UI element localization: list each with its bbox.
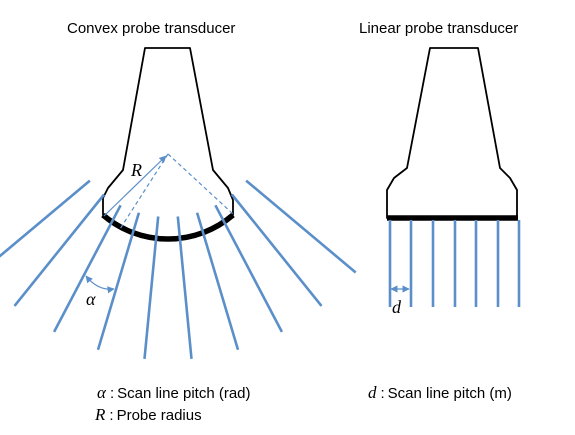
legend-r-symbol: R	[95, 405, 106, 424]
convex-scan-line-4	[96, 212, 141, 351]
d-label: d	[392, 297, 402, 317]
dashed-radius-line-right	[167, 153, 234, 215]
convex-transducer-face	[101, 212, 235, 242]
convex-scan-lines	[0, 179, 357, 360]
convex-scan-line-8	[214, 204, 284, 333]
legend-r-text: Probe radius	[116, 407, 202, 424]
alpha-label: α	[86, 289, 96, 309]
convex-scan-line-3	[52, 204, 122, 333]
dashed-radius-line-left	[119, 153, 169, 230]
legend-alpha: α:Scan line pitch (rad)	[97, 383, 251, 403]
alpha-pitch-arrow	[85, 275, 115, 294]
convex-scan-line-5	[143, 216, 160, 360]
convex-scan-line-9	[230, 193, 323, 307]
legend-alpha-separator: :	[109, 385, 115, 402]
radius-arrow	[103, 155, 167, 217]
legend-d-separator: :	[380, 385, 385, 402]
convex-scan-line-7	[195, 212, 240, 351]
convex-scan-line-2	[13, 193, 106, 307]
radius-label: R	[130, 160, 142, 180]
legend-r-separator: :	[109, 407, 114, 424]
linear-probe-body	[386, 47, 518, 219]
legend-d-text: Scan line pitch (m)	[387, 385, 512, 402]
legend-d: d:Scan line pitch (m)	[368, 383, 512, 403]
convex-scan-line-6	[176, 216, 193, 360]
legend-d-symbol: d	[368, 383, 377, 402]
convex-scan-line-1	[0, 179, 91, 258]
legend-radius: R:Probe radius	[95, 405, 202, 425]
convex-scan-line-10	[245, 179, 357, 274]
legend-alpha-text: Scan line pitch (rad)	[117, 385, 251, 402]
linear-probe-title: Linear probe transducer	[359, 20, 519, 37]
convex-probe-body	[102, 47, 234, 240]
linear-scan-lines	[388, 220, 521, 307]
convex-probe-title: Convex probe transducer	[67, 20, 236, 37]
legend-alpha-symbol: α	[97, 383, 106, 402]
